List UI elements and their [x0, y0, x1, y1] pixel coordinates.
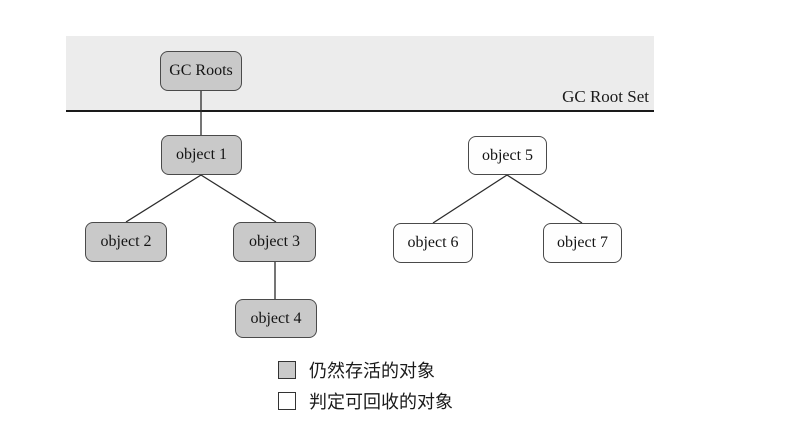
edge-object-5-object-7	[506, 174, 583, 224]
gc-root-set-banner: GC Root Set	[66, 36, 654, 112]
legend-item-reclaimable: 判定可回收的对象	[278, 388, 453, 414]
node-gc-roots-label: GC Roots	[169, 62, 233, 79]
node-object-2-label: object 2	[100, 233, 152, 250]
legend-reclaimable-label: 判定可回收的对象	[309, 392, 453, 412]
node-object-1-label: object 1	[175, 146, 228, 163]
node-object-7: object 7	[543, 223, 622, 263]
node-object-6: object 6	[393, 223, 473, 263]
node-object-5-label: object 5	[481, 146, 534, 164]
reclaimable-swatch-icon	[278, 392, 296, 410]
node-object-2: object 2	[85, 222, 167, 262]
node-object-6-label: object 6	[407, 234, 459, 251]
node-object-5: object 5	[468, 136, 547, 175]
node-object-4: object 4	[235, 299, 317, 338]
node-gc-roots: GC Roots	[160, 51, 242, 91]
edge-object-1-object-3	[200, 174, 277, 223]
node-object-7-label: object 7	[556, 234, 609, 251]
gc-root-set-label: GC Root Set	[562, 87, 649, 106]
node-object-1: object 1	[161, 135, 242, 175]
edge-object-1-object-2	[125, 174, 202, 223]
legend: 仍然存活的对象 判定可回收的对象	[278, 357, 453, 419]
node-object-4-label: object 4	[250, 309, 302, 327]
legend-item-alive: 仍然存活的对象	[278, 357, 453, 383]
edge-object-5-object-6	[432, 174, 508, 224]
alive-swatch-icon	[278, 361, 296, 379]
legend-alive-label: 仍然存活的对象	[309, 361, 435, 381]
node-object-3: object 3	[233, 222, 316, 262]
node-object-3-label: object 3	[248, 233, 301, 250]
